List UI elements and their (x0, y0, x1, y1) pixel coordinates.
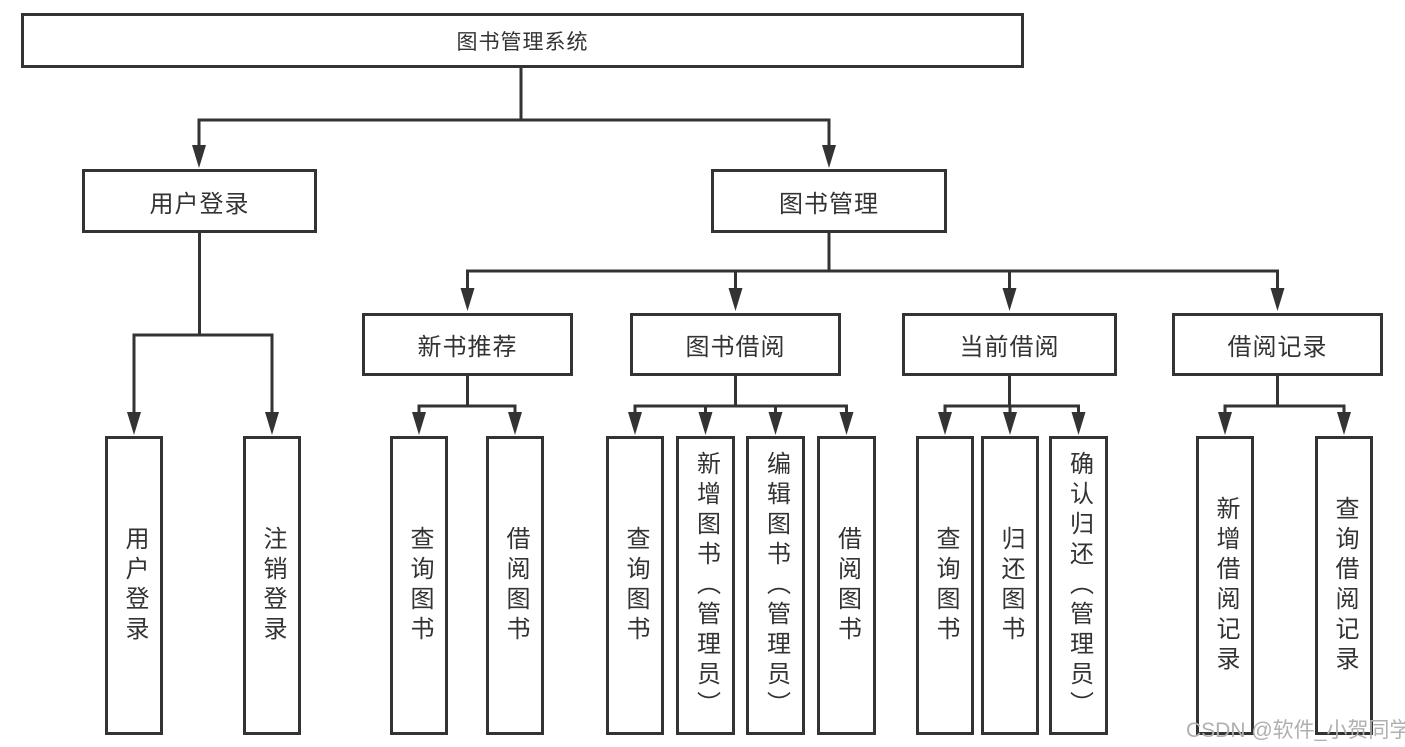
arrow-down-icon (1002, 288, 1017, 311)
node-label: 借阅图书 (833, 525, 861, 646)
arrow-down-icon (412, 412, 426, 435)
node-label: 新增借阅记录 (1212, 495, 1239, 676)
node-label: 图书管理 (779, 190, 879, 218)
arrow-down-icon (698, 412, 713, 435)
node-library-management-system: 图书管理系统 (21, 13, 1024, 68)
arrow-down-icon (728, 288, 743, 311)
node-label: 图书管理系统 (456, 30, 589, 54)
arrow-down-icon (768, 412, 783, 435)
arrow-down-icon (192, 145, 206, 168)
arrow-down-icon (265, 412, 279, 435)
arrow-down-icon (822, 145, 836, 168)
node-label: 新增图书（管理员） (692, 450, 720, 721)
node-borrow-borrow-books: 借阅图书 (817, 436, 876, 735)
node-label: 用户登录 (121, 525, 148, 646)
node-current-confirm-return-admin: 确认归还（管理员） (1049, 436, 1108, 735)
node-label: 查询借阅记录 (1331, 495, 1358, 676)
node-label: 用户登录 (149, 190, 250, 218)
node-label: 借阅记录 (1227, 334, 1328, 361)
arrow-down-icon (839, 412, 854, 435)
node-records-add-record: 新增借阅记录 (1196, 436, 1254, 735)
node-book-borrowing: 图书借阅 (630, 313, 841, 376)
node-label: 新书推荐 (417, 334, 518, 361)
node-borrowing-records: 借阅记录 (1172, 313, 1383, 376)
node-user-login-leaf: 用户登录 (105, 436, 163, 735)
node-current-query-books: 查询图书 (916, 436, 974, 735)
node-recommend-borrow-books: 借阅图书 (486, 436, 544, 735)
arrow-down-icon (1337, 412, 1351, 435)
arrow-down-icon (127, 412, 141, 435)
node-current-return-books: 归还图书 (981, 436, 1039, 735)
node-recommend-query-books: 查询图书 (390, 436, 448, 735)
arrowhead-group (127, 145, 1351, 435)
node-records-query-record: 查询借阅记录 (1315, 436, 1373, 735)
node-new-book-recommend: 新书推荐 (362, 313, 573, 376)
arrow-down-icon (628, 412, 642, 435)
node-label: 查询图书 (406, 525, 433, 646)
arrow-down-icon (1218, 412, 1232, 435)
arrow-down-icon (460, 288, 475, 311)
node-current-borrowing: 当前借阅 (902, 313, 1117, 376)
node-label: 借阅图书 (502, 525, 529, 646)
node-logout: 注销登录 (243, 436, 301, 735)
arrow-down-icon (1003, 412, 1017, 435)
watermark-text: CSDN @软件_小贺同学 (1186, 719, 1405, 742)
arrow-down-icon (508, 412, 522, 435)
node-user-login: 用户登录 (82, 169, 317, 233)
node-book-management: 图书管理 (711, 169, 947, 233)
node-label: 查询图书 (932, 525, 959, 646)
node-label: 查询图书 (622, 525, 649, 646)
node-borrow-add-books-admin: 新增图书（管理员） (676, 436, 735, 735)
node-label: 当前借阅 (959, 334, 1060, 361)
arrow-down-icon (1270, 288, 1285, 311)
arrow-down-icon (1071, 412, 1086, 435)
node-label: 图书借阅 (685, 334, 786, 361)
arrow-down-icon (938, 412, 952, 435)
node-label: 确认归还（管理员） (1065, 450, 1093, 721)
node-label: 编辑图书（管理员） (762, 450, 790, 721)
node-label: 归还图书 (997, 525, 1024, 646)
node-borrow-edit-books-admin: 编辑图书（管理员） (746, 436, 805, 735)
node-borrow-query-books: 查询图书 (606, 436, 664, 735)
node-label: 注销登录 (259, 525, 286, 646)
